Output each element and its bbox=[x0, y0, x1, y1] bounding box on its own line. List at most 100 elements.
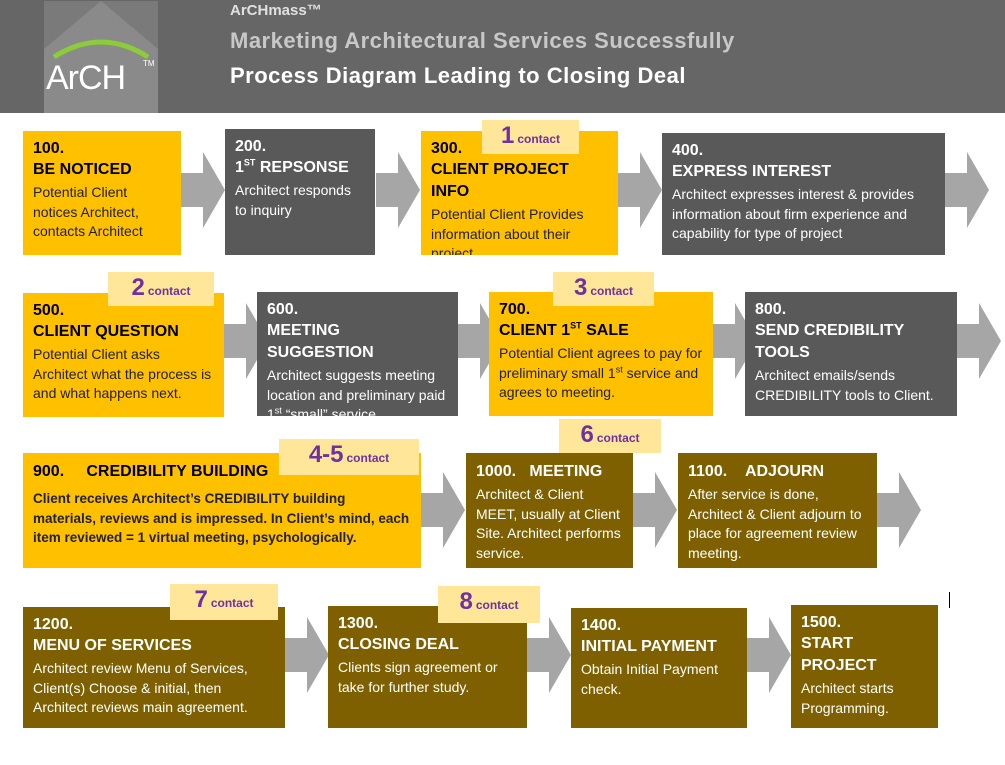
step-number: 800. bbox=[755, 301, 787, 318]
step-400: 400. EXPRESS INTEREST Architect expresse… bbox=[662, 133, 945, 255]
step-number: 1500. bbox=[801, 614, 842, 631]
step-heading: INITIAL PAYMENT bbox=[581, 638, 717, 655]
flow-arrow bbox=[633, 472, 677, 548]
brand-name: ArCHmass™ bbox=[230, 2, 322, 19]
flow-arrow bbox=[618, 152, 662, 228]
description-part: Potential Client agrees to pay for preli… bbox=[499, 345, 703, 381]
step-number: 300. bbox=[431, 140, 463, 157]
step-1500: 1500. START PROJECT Architect starts Pro… bbox=[791, 605, 938, 728]
step-description: Architect starts Programming. bbox=[801, 680, 894, 716]
flow-arrow bbox=[376, 152, 420, 228]
heading-superscript: ST bbox=[243, 157, 256, 168]
heading-superscript: ST bbox=[570, 320, 582, 331]
step-number: 700. bbox=[499, 301, 531, 318]
step-heading-text: MEETING bbox=[529, 463, 603, 480]
house-roof-icon bbox=[44, 1, 158, 113]
step-1000: 1000. MEETING Architect & Client MEET, u… bbox=[466, 453, 633, 568]
flow-arrow bbox=[945, 152, 989, 228]
flow-arrow bbox=[957, 303, 1001, 379]
contact-label: contact bbox=[475, 598, 519, 612]
step-heading: START PROJECT bbox=[801, 635, 877, 674]
step-description: Architect emails/sends CREDIBILITY tools… bbox=[755, 367, 934, 403]
step-heading: MENU OF SERVICES bbox=[33, 637, 192, 654]
flow-arrow bbox=[421, 472, 465, 548]
step-heading: CLIENT 1ST SALE bbox=[499, 320, 703, 342]
step-number: 1300. bbox=[338, 615, 379, 632]
contact-label: contact bbox=[596, 431, 640, 445]
step-1100: 1100. ADJOURN After service is done, Arc… bbox=[678, 453, 877, 568]
step-heading: CLIENT PROJECT INFO bbox=[431, 161, 569, 200]
heading-part: SALE bbox=[581, 322, 629, 339]
step-number: 1200. bbox=[33, 616, 74, 633]
description-part: Architect suggests meeting location and … bbox=[267, 367, 446, 416]
contact-label: contact bbox=[346, 451, 390, 465]
logo-text: ArCH bbox=[46, 59, 126, 97]
step-description: Obtain Initial Payment check. bbox=[581, 661, 718, 697]
contact-label: contact bbox=[147, 284, 191, 298]
step-description: After service is done, Architect & Clien… bbox=[688, 486, 862, 561]
step-100: 100. BE NOTICED Potential Client notices… bbox=[23, 131, 181, 255]
step-description: Potential Client agrees to pay for preli… bbox=[499, 344, 703, 403]
step-heading: 1000. MEETING bbox=[476, 461, 623, 483]
flow-arrow bbox=[285, 617, 329, 693]
description-superscript: st bbox=[274, 405, 282, 416]
archmass-logo: ArCH TM bbox=[44, 1, 158, 113]
flow-arrow bbox=[181, 152, 225, 228]
step-heading: 1ST REPSONSE bbox=[235, 157, 365, 179]
step-description: Architect expresses interest & provides … bbox=[672, 186, 914, 241]
step-200: 200. 1ST REPSONSE Architect responds to … bbox=[225, 129, 375, 255]
step-300: 300. CLIENT PROJECT INFO Potential Clien… bbox=[421, 131, 618, 255]
description-superscript: st bbox=[615, 363, 623, 374]
step-800: 800. SEND CREDIBILITY TOOLS Architect em… bbox=[745, 292, 957, 416]
step-heading: BE NOTICED bbox=[33, 161, 132, 178]
step-description: Potential Client Provides information ab… bbox=[431, 206, 584, 255]
description-part: “small” service. bbox=[281, 406, 380, 416]
flow-arrow bbox=[877, 472, 921, 548]
step-number: 200. bbox=[235, 138, 267, 155]
heading-part: REPSONSE bbox=[255, 159, 349, 176]
step-description: Client receives Architect’s CREDIBILITY … bbox=[33, 491, 410, 545]
step-description: Architect responds to inquiry bbox=[235, 182, 351, 218]
step-description: Clients sign agreement or take for furth… bbox=[338, 659, 498, 695]
step-heading-text: CREDIBILITY BUILDING bbox=[86, 463, 269, 480]
flow-arrow bbox=[527, 617, 571, 693]
step-1200: 1200. MENU OF SERVICES Architect review … bbox=[23, 607, 285, 728]
step-heading: 1100. ADJOURN bbox=[688, 461, 867, 483]
header-banner: ArCH TM ArCHmass™ Marketing Architectura… bbox=[0, 0, 1005, 113]
page-title: Process Diagram Leading to Closing Deal bbox=[230, 63, 686, 88]
step-description: Potential Client asks Architect what the… bbox=[33, 346, 212, 401]
contact-count: 1 bbox=[500, 122, 515, 149]
step-description: Architect suggests meeting location and … bbox=[267, 366, 448, 416]
step-heading-text: ADJOURN bbox=[744, 463, 825, 480]
step-heading: MEETING SUGGESTION bbox=[267, 322, 374, 361]
heading-part: 1 bbox=[235, 159, 244, 176]
step-description: Potential Client notices Architect, cont… bbox=[33, 184, 143, 239]
step-number: 400. bbox=[672, 142, 704, 159]
step-number: 1400. bbox=[581, 617, 622, 634]
step-number: 600. bbox=[267, 301, 299, 318]
step-description: Architect review Menu of Services, Clien… bbox=[33, 660, 248, 715]
flow-arrow bbox=[747, 617, 791, 693]
step-1400: 1400. INITIAL PAYMENT Obtain Initial Pay… bbox=[571, 608, 747, 728]
tagline: Marketing Architectural Services Success… bbox=[230, 28, 735, 53]
step-number: 1100. bbox=[688, 463, 728, 480]
contact-label: contact bbox=[590, 284, 634, 298]
contact-count: 4-5 bbox=[308, 441, 344, 468]
contact-label: contact bbox=[517, 132, 561, 146]
step-heading: CLOSING DEAL bbox=[338, 636, 459, 653]
step-500: 500. CLIENT QUESTION Potential Client as… bbox=[23, 293, 224, 417]
step-number: 1000. bbox=[476, 463, 517, 480]
contact-count: 6 bbox=[580, 421, 594, 448]
text-cursor bbox=[949, 592, 950, 608]
step-600: 600. MEETING SUGGESTION Architect sugges… bbox=[257, 292, 458, 416]
logo-trademark: TM bbox=[143, 59, 155, 68]
step-number: 100. bbox=[33, 140, 65, 157]
step-number: 900. bbox=[33, 463, 65, 480]
